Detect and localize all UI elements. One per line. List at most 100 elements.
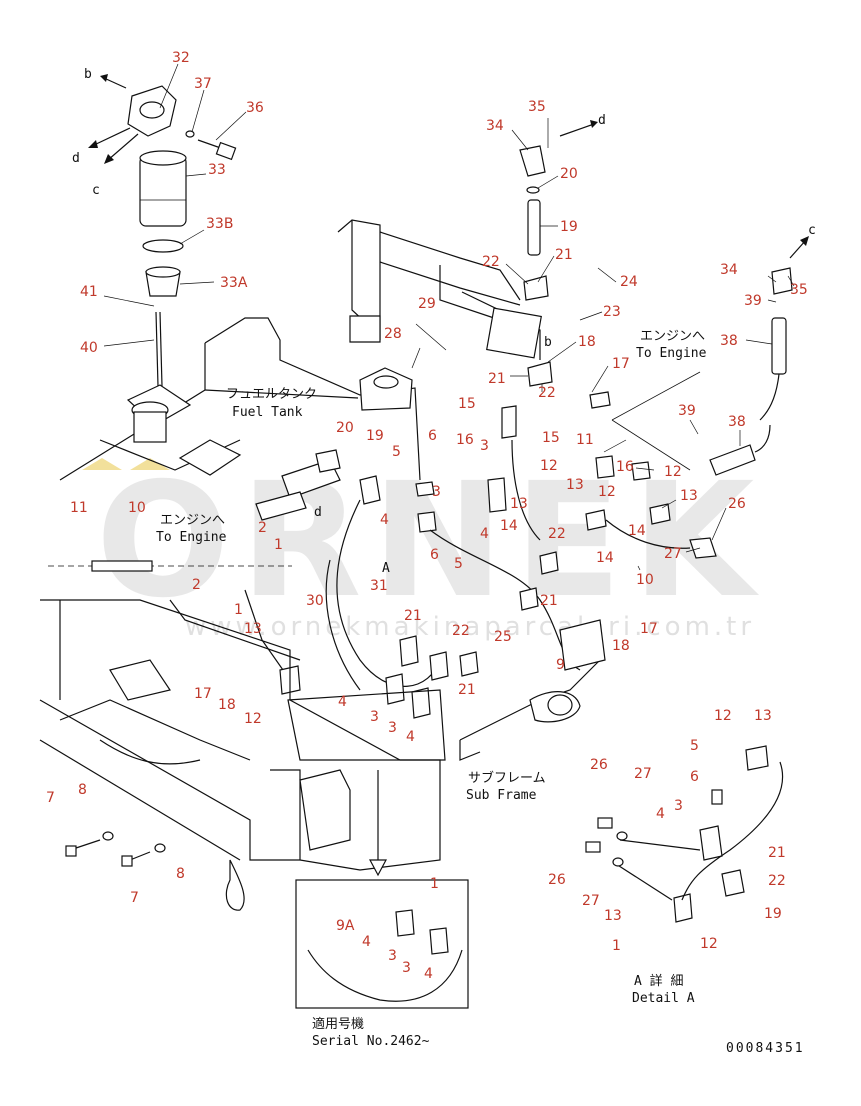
part-number: 3 <box>432 484 441 500</box>
part-number: 13 <box>244 621 262 637</box>
part-number: 13 <box>510 496 528 512</box>
part-number: 4 <box>656 806 665 822</box>
part-number: 3 <box>388 948 397 964</box>
part-number: 22 <box>548 526 566 542</box>
part-number: 21 <box>458 682 476 698</box>
part-number: 6 <box>428 428 437 444</box>
part-number: 34 <box>720 262 738 278</box>
part-number: 2 <box>192 577 201 593</box>
part-number: 16 <box>616 459 634 475</box>
part-number: 3 <box>388 720 397 736</box>
part-number: 23 <box>603 304 621 320</box>
part-number: 26 <box>590 757 608 773</box>
part-number: 18 <box>218 697 236 713</box>
part-number: 5 <box>454 556 463 572</box>
part-number: 7 <box>130 890 139 906</box>
part-number: 12 <box>540 458 558 474</box>
to-engine-label-jp-upper: エンジンへ <box>640 329 705 344</box>
watermark-logo-mark <box>82 458 170 470</box>
part-number: 11 <box>576 432 594 448</box>
part-number: 26 <box>548 872 566 888</box>
part-number: 7 <box>46 790 55 806</box>
leader-lines <box>103 63 795 571</box>
text-labels: フュエルタンク Fuel Tank エンジンへ To Engine エンジンへ … <box>156 329 805 1056</box>
part-number: 22 <box>452 623 470 639</box>
part-number: 20 <box>560 166 578 182</box>
part-number: 39 <box>678 403 696 419</box>
to-engine-label-en-left: To Engine <box>156 530 227 545</box>
watermark-brand: ORNEK <box>96 449 765 633</box>
part-number: 2 <box>258 520 267 536</box>
part-number: 9 <box>556 657 565 673</box>
watermark: ORNEK www.ornekmakinaparcalari.com.tr <box>82 449 765 642</box>
part-number: 21 <box>540 593 558 609</box>
part-number: 1 <box>234 602 243 618</box>
part-number: 33B <box>206 216 233 232</box>
part-number: 12 <box>664 464 682 480</box>
arrow-letter: d <box>598 113 606 128</box>
part-number: 27 <box>634 766 652 782</box>
to-engine-label-en-upper: To Engine <box>636 346 707 361</box>
part-number: 16 <box>456 432 474 448</box>
part-number: 9A <box>336 918 355 934</box>
part-number: 38 <box>720 333 738 349</box>
part-number: 21 <box>768 845 786 861</box>
part-number: 11 <box>70 500 88 516</box>
part-number: 37 <box>194 76 212 92</box>
part-number: 25 <box>494 629 512 645</box>
part-number: 41 <box>80 284 98 300</box>
part-number: 1 <box>612 938 621 954</box>
part-number: 13 <box>566 477 584 493</box>
part-number-labels: 32 37 36 33 33B 33A 41 40 35 34 20 19 22… <box>46 50 808 982</box>
part-number: 20 <box>336 420 354 436</box>
part-number: 14 <box>628 523 646 539</box>
part-number: 5 <box>690 738 699 754</box>
part-number: 3 <box>402 960 411 976</box>
part-number: 15 <box>542 430 560 446</box>
part-number: 8 <box>78 782 87 798</box>
part-number: 12 <box>244 711 262 727</box>
part-number: 12 <box>700 936 718 952</box>
watermark-url: www.ornekmakinaparcalari.com.tr <box>185 612 755 642</box>
part-number: 33 <box>208 162 226 178</box>
part-number: 33A <box>220 275 248 291</box>
detail-a-label-en: Detail A <box>632 991 695 1006</box>
part-number: 19 <box>560 219 578 235</box>
part-number: 4 <box>424 966 433 982</box>
part-number: 30 <box>306 593 324 609</box>
arrow-letter: d <box>314 505 322 520</box>
part-number: 32 <box>172 50 190 66</box>
part-number: 35 <box>790 282 808 298</box>
part-number: 4 <box>380 512 389 528</box>
to-engine-label-jp-left: エンジンへ <box>160 513 225 528</box>
part-number: 13 <box>754 708 772 724</box>
part-number: 10 <box>636 572 654 588</box>
direction-letters: b d c d c b d A <box>72 67 816 576</box>
part-number: 21 <box>404 608 422 624</box>
arrow-letter: A <box>382 561 390 576</box>
part-number: 22 <box>482 254 500 270</box>
drawing-number: 00084351 <box>726 1041 805 1056</box>
drawing-lines <box>39 74 809 1009</box>
part-number: 19 <box>366 428 384 444</box>
part-number: 34 <box>486 118 504 134</box>
part-number: 27 <box>582 893 600 909</box>
arrow-letter: d <box>72 151 80 166</box>
part-number: 14 <box>500 518 518 534</box>
part-number: 12 <box>598 484 616 500</box>
serial-label-jp: 適用号機 <box>312 1016 364 1032</box>
part-number: 17 <box>194 686 212 702</box>
part-number: 21 <box>555 247 573 263</box>
fuel-tank-label-en: Fuel Tank <box>232 405 303 420</box>
part-number: 4 <box>338 694 347 710</box>
part-number: 4 <box>480 526 489 542</box>
part-number: 22 <box>768 873 786 889</box>
arrow-letter: c <box>808 223 816 238</box>
part-number: 17 <box>640 621 658 637</box>
part-number: 17 <box>612 356 630 372</box>
part-number: 13 <box>604 908 622 924</box>
part-number: 4 <box>362 934 371 950</box>
arrow-letter: b <box>84 67 92 82</box>
part-number: 28 <box>384 326 402 342</box>
